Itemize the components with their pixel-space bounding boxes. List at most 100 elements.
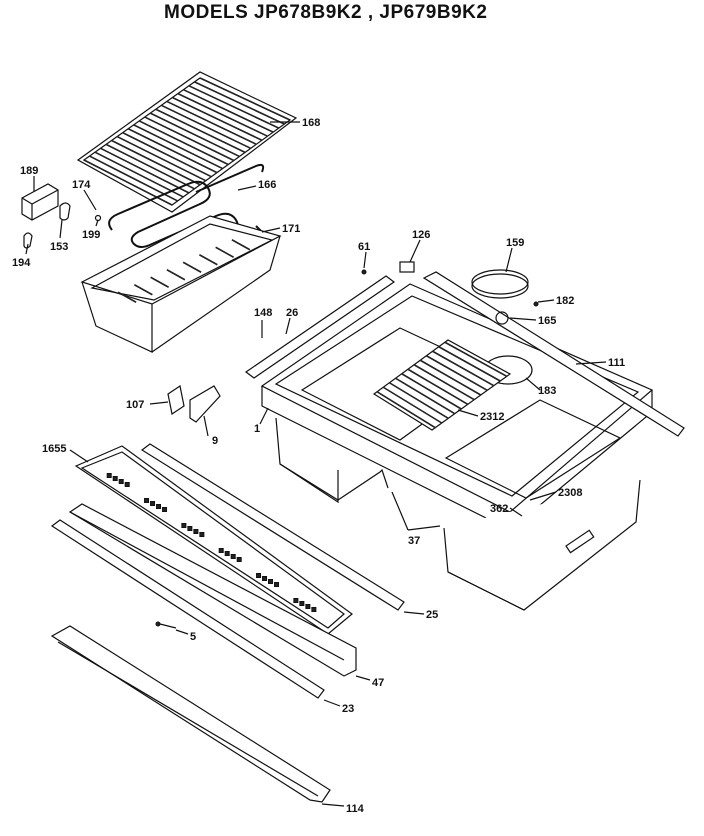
label-199: 199 <box>82 229 100 241</box>
panel-button <box>124 482 130 487</box>
side-rail-26 <box>244 275 396 379</box>
hatch-line <box>188 85 280 129</box>
panel-button <box>268 579 274 584</box>
hatch-line <box>231 239 251 251</box>
hatch-line <box>160 104 252 150</box>
hatch-line <box>215 246 235 258</box>
panel-button <box>274 582 280 587</box>
label-37: 37 <box>408 535 420 547</box>
diagram-title: MODELS JP678B9K2 , JP679B9K2 <box>164 2 488 23</box>
panel-button <box>236 557 242 562</box>
label-114: 114 <box>346 803 365 815</box>
hatch-line <box>122 131 212 178</box>
hatch-line <box>376 391 436 429</box>
hatch-line <box>105 143 195 190</box>
panel-button <box>150 501 156 506</box>
hatch-line <box>419 359 482 396</box>
label-1655: 1655 <box>42 443 66 455</box>
hatch-line <box>100 147 190 194</box>
rail-part-23 <box>50 519 325 699</box>
bracket-part-9 <box>189 385 221 423</box>
hatch-line <box>144 116 235 162</box>
label-148: 148 <box>254 307 272 319</box>
hatch-line <box>149 112 240 158</box>
terminal-block-part <box>21 183 59 221</box>
hatch-line <box>177 92 268 137</box>
hatch-line <box>166 269 186 281</box>
hatch-line <box>407 368 469 406</box>
panel-button <box>230 554 236 559</box>
hatch-line <box>94 151 184 198</box>
knob-part-165 <box>495 311 509 325</box>
label-126: 126 <box>412 229 430 241</box>
hatch-line <box>116 135 207 182</box>
hatch-line <box>89 155 178 202</box>
bottom-rail-part-114 <box>50 625 331 803</box>
grill-grate-part <box>76 71 298 213</box>
part-labels: 168 189 174 166 199 153 194 171 61 126 1… <box>12 117 625 815</box>
label-362: 362 <box>490 503 508 515</box>
rail-part-25 <box>140 443 405 611</box>
hatch-line <box>426 355 488 392</box>
panel-button <box>224 551 230 556</box>
panel-button <box>118 479 124 484</box>
panel-frame-part-47 <box>68 503 357 677</box>
hatch-line <box>401 373 462 410</box>
label-26: 26 <box>286 307 298 319</box>
disc-part-159 <box>471 269 529 299</box>
panel-button <box>106 473 112 478</box>
label-166: 166 <box>258 179 276 191</box>
label-171: 171 <box>282 223 300 235</box>
hatch-line <box>117 291 137 303</box>
hatch-line <box>183 88 274 133</box>
label-111: 111 <box>608 357 625 369</box>
hatch-line <box>155 108 246 154</box>
label-1: 1 <box>254 423 260 435</box>
hatch-line <box>138 120 229 166</box>
hatch-line <box>382 386 443 424</box>
screw-part-182 <box>533 301 539 307</box>
panel-button <box>187 526 193 531</box>
hatch-line <box>133 124 223 170</box>
panel-button <box>156 504 162 509</box>
hatch-line <box>194 81 285 125</box>
panel-button <box>112 476 118 481</box>
hatch-line <box>395 377 456 415</box>
hatch-line <box>127 128 218 174</box>
clip-part-194 <box>23 232 33 249</box>
label-61: 61 <box>358 241 370 253</box>
label-2312: 2312 <box>480 411 504 423</box>
panel-button <box>293 598 299 603</box>
side-rail-111 <box>422 271 685 437</box>
panel-button <box>262 576 268 581</box>
control-panel-part <box>74 445 353 635</box>
well-pan-right <box>443 479 641 611</box>
well-pan-left <box>275 417 389 504</box>
hatch-line <box>172 96 263 141</box>
screw-part-5 <box>155 621 177 629</box>
label-194: 194 <box>12 257 31 269</box>
clip-part-153 <box>59 202 71 221</box>
hatch-line <box>413 364 475 401</box>
panel-button <box>199 532 205 537</box>
grill-rack-part <box>372 339 512 431</box>
panel-button <box>305 604 311 609</box>
panel-button <box>218 548 224 553</box>
leader-lines <box>25 121 607 807</box>
hatch-line <box>389 382 449 420</box>
screw-part-199 <box>94 214 102 222</box>
hatch-line <box>150 276 170 288</box>
bracket-part-107 <box>167 385 185 415</box>
hatch-line <box>199 77 291 121</box>
label-23: 23 <box>342 703 354 715</box>
label-107: 107 <box>126 399 144 411</box>
panel-button <box>311 607 317 612</box>
label-47: 47 <box>372 677 384 689</box>
label-165: 165 <box>538 315 556 327</box>
panel-button <box>299 601 305 606</box>
label-159: 159 <box>506 237 524 249</box>
hatch-line <box>166 100 257 146</box>
panel-button <box>162 507 168 512</box>
screw-part-61 <box>361 269 367 275</box>
label-189: 189 <box>20 165 38 177</box>
